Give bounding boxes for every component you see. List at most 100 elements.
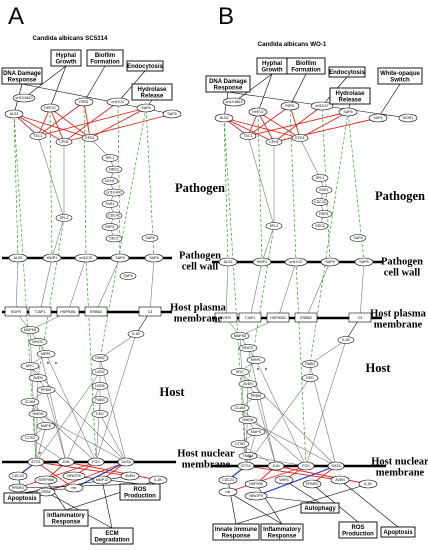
panel-a-host-nuc-edge-4 <box>35 377 39 463</box>
panel-a-red-edge-1-1 <box>49 107 65 143</box>
panel-a-node-rab3-host2-4: RAB3 <box>91 396 109 404</box>
panel-a-receptor-c3-label: C3 <box>148 310 153 314</box>
panel-b-node-sap5-misc-1: SAP5 <box>349 234 367 242</box>
panel-b-node-gata-nuc-shape <box>327 461 345 471</box>
panel-b-node-orf19-6610-top-7: orf19.6610 <box>222 97 246 107</box>
panel-b-red-edge-1-0 <box>223 117 275 143</box>
panel-a-node-sap6-misc-1-label: SAP6 <box>145 236 154 240</box>
panel-b-red-edge-1-5 <box>273 117 379 143</box>
panel-b-box-biofilm-formation-frame <box>286 57 326 75</box>
panel-b-green-wall-edge-0 <box>223 117 229 263</box>
panel-a-node-sap5-wall-3-shape <box>110 253 130 263</box>
panel-a-node-mmp12-out-3: MMP12 <box>92 475 112 485</box>
panel-a-node-ppard-out-6-shape <box>8 483 28 493</box>
panel-b-node-sap5-wall-4-label: SAP5 <box>359 260 368 264</box>
panel-a-node-sap5-wall-3-label: SAP5 <box>115 256 124 260</box>
panel-b-node-gata-nuc-label: GATA <box>331 464 341 468</box>
panel-b-node-als3-top-0-shape <box>214 113 234 123</box>
panel-a-node-ccam-host-6-label: CCAM <box>25 400 36 404</box>
panel-a-host2-nuc-edge-0 <box>95 333 137 463</box>
panel-a-host-nuc-edge-1 <box>37 341 67 463</box>
panel-b-node-fox-nuc-shape <box>297 461 315 471</box>
panel-b-red-edge-2-2 <box>289 105 301 139</box>
panel-a-node-ppard-out-6-label: PPARD <box>12 486 25 490</box>
panel-a-node-grb2-out-7-label: GRB2 <box>41 490 51 494</box>
panel-a-node-ctsd-host-9: CTSD <box>20 434 40 442</box>
panel-b-node-sap5-misc-1-shape <box>349 234 367 242</box>
panel-a-node-hmgn-host-7-shape <box>28 410 48 418</box>
panel-b-node-hhf22-top-1: HHF22 <box>248 107 268 117</box>
panel-a-node-grb2-host2-1-shape <box>91 354 109 362</box>
panel-b-node-ets1-nuc-shape <box>237 461 255 471</box>
panel-a-receptor-tjap1: TJAP1 <box>28 306 52 317</box>
panel-a-node-rsr1-top-2: RSR1 <box>74 97 94 107</box>
panel-a-out-func-edge-1 <box>45 479 67 511</box>
panel-a-host2-nuc-edge-1 <box>99 357 127 463</box>
panel-a-node-mir-out-8-label: mir <box>72 486 78 490</box>
panel-a-green-long-2 <box>85 257 97 463</box>
panel-b-node-aven-out-4-label: AVEN <box>335 478 345 482</box>
panel-b-node-sap6-wall-3-label: SAP6 <box>325 260 334 264</box>
panel-a-node-orf19-400-col-3-shape <box>103 188 125 197</box>
panel-a-node-mrpl-host-2: MRPL <box>36 350 56 358</box>
panel-a-node-gata-nuc-label: GATA <box>121 460 131 464</box>
panel-a-misc-wall-edge <box>51 217 65 259</box>
panel-a-node-als3-top-0: ALS3 <box>4 109 24 119</box>
panel-b-green-long-0 <box>223 117 247 467</box>
panel-a-node-il1b-host2-0: IL1B <box>127 330 145 338</box>
panel-a-node-mapk6-host-0: MAPK6 <box>20 326 40 334</box>
panel-b-node-ets1-nuc-label: ETS1 <box>242 464 251 468</box>
panel-b-node-rsr1-top-2-label: RSR1 <box>285 104 295 108</box>
panel-a-node-il1b-out-5: IL1B <box>148 475 168 485</box>
panel-b-blue-edge-1 <box>255 465 337 497</box>
panel-a-node-ccam-host-6: CCAM <box>20 398 40 406</box>
panel-a-box-biofilm-formation-frame <box>86 49 124 67</box>
panel-b-title: Candida albicans WO-1 <box>258 41 327 48</box>
panel-a-node-grb2-out-7-shape <box>36 487 56 497</box>
panel-b-node-hwp1-wall-1-label: HWP1 <box>257 260 267 264</box>
panel-a-node-cdc23-out-0: CDC23 <box>8 471 28 481</box>
panel-b-node-ctsd-host-9: CTSD <box>230 440 250 448</box>
panel-b-box-apoptosis-frame <box>380 526 416 538</box>
panel-a-node-rsr1-top-2-label: RSR1 <box>79 100 89 104</box>
panel-a-node-dlh1-col-2-label: DLH1 <box>105 179 114 183</box>
panel-a-node-eed-host2-5-label: EED <box>96 412 104 416</box>
panel-b-red-edge-1-3 <box>273 105 323 143</box>
panel-a-receptor-erbb2: ERBB2 <box>84 306 108 317</box>
panel-a-node-sap6-top-4-shape <box>136 103 156 113</box>
panel-b-node-sap5-top-5: SAP5 <box>368 113 388 123</box>
panel-b-red-edge-2-0 <box>223 117 301 139</box>
panel-b-node-far1-col-1-label: FAR1 <box>320 188 329 192</box>
panel-b-node-mapk6-host-0: MAPK6 <box>230 332 250 340</box>
panel-a-box-ros-production-frame <box>119 483 161 501</box>
panel-a-box-endocytosis: Endocytosis <box>126 60 164 72</box>
panel-b-node-rsr1-col-3-shape <box>315 210 333 218</box>
panel-b-node-als3-top-0-label: ALS3 <box>220 116 229 120</box>
panel-a-node-als3-top-0-label: ALS3 <box>10 112 19 116</box>
panel-b-letter: B <box>218 3 234 30</box>
panel-b-green-wall-edge-2 <box>289 105 297 263</box>
panel-b-cluster-col-edge <box>299 137 321 179</box>
panel-a-host2-nuc-edge-4 <box>95 399 101 463</box>
panel-b-box-inflammatory-response-frame <box>260 523 304 541</box>
panel-b-node-als3-wall-0: ALS3 <box>218 257 238 267</box>
panel-a-node-il1b-out-5-label: IL1B <box>154 478 162 482</box>
panel-a-receptor-tjap1-shape <box>28 306 52 317</box>
panel-b-receptor-erbb2-shape <box>294 312 318 323</box>
panel-a-node-cph1-shape <box>55 138 73 146</box>
panel-b-node-efg1-shape <box>291 134 309 142</box>
panel-b-green-long-1 <box>309 111 349 365</box>
panel-a-node-orf19-57-wall-2: orf19.57 <box>74 253 98 263</box>
panel-b-node-mir-out-6: mir <box>218 487 238 497</box>
panel-a-host-nuc-edge-7 <box>37 413 127 463</box>
panel-a-node-sap5-misc-2-shape <box>119 272 137 280</box>
panel-b-node-als3-wall-0-label: ALS3 <box>224 260 233 264</box>
panel-a-node-rsr1-col-6-label: RSR1 <box>105 225 115 229</box>
panel-b-node-sfl1-col-0-shape <box>311 174 329 182</box>
panel-a-node-rsr1-col-6: RSR1 <box>101 223 119 231</box>
panel-a-box-endocytosis-frame <box>126 60 164 72</box>
panel-a-node-sap5-wall-3: SAP5 <box>110 253 130 263</box>
